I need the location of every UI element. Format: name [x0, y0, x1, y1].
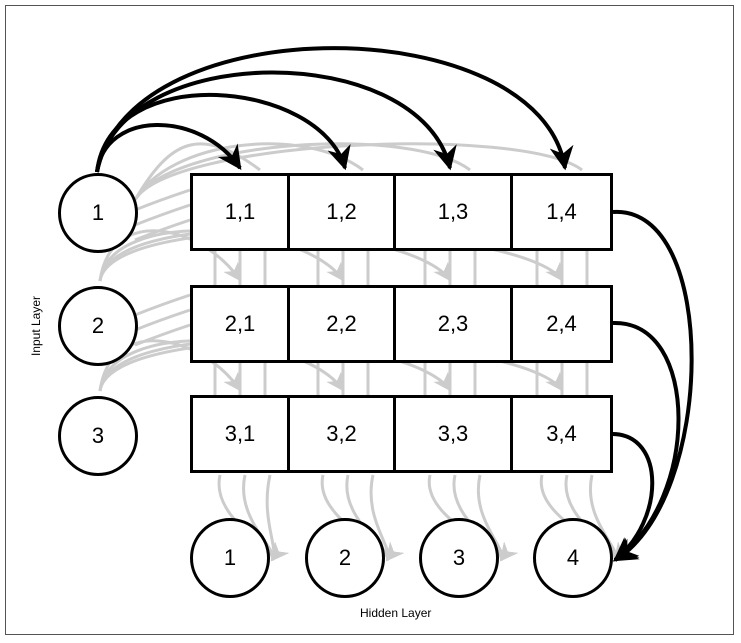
hidden-node-4: 4: [533, 518, 613, 598]
faded-arc: [134, 293, 191, 317]
grid-cell-1-3: 1,3: [393, 173, 513, 251]
highlight-arrow: [612, 320, 681, 562]
faded-arc: [134, 218, 191, 242]
input-node-3: 3: [58, 396, 138, 476]
hidden-node-2: 2: [305, 518, 385, 598]
highlight-arrow: [95, 70, 457, 173]
faded-arc: [134, 203, 191, 227]
faded-arrow: [265, 474, 290, 562]
grid-cell-1-4: 1,4: [510, 173, 613, 251]
faded-arc: [134, 188, 191, 212]
grid-cell-2-3: 2,3: [393, 285, 513, 363]
grid-cell-3-2: 3,2: [287, 395, 396, 473]
input-layer-label: Input Layer: [29, 295, 43, 357]
hidden-node-3: 3: [419, 518, 499, 598]
highlight-arrow: [612, 209, 694, 562]
highlight-arrow: [612, 432, 655, 562]
grid-cell-3-3: 3,3: [393, 395, 513, 473]
input-node-1: 1: [58, 173, 138, 253]
faded-arrow: [369, 474, 405, 562]
highlight-arrow: [95, 46, 574, 173]
grid-cell-2-1: 2,1: [190, 285, 290, 363]
faded-arc: [134, 323, 191, 347]
grid-cell-3-4: 3,4: [510, 395, 613, 473]
faded-arrow: [476, 474, 519, 562]
grid-cell-1-2: 1,2: [287, 173, 396, 251]
grid-cell-1-1: 1,1: [190, 173, 290, 251]
highlighted-connections: [95, 46, 694, 562]
grid-cell-2-2: 2,2: [287, 285, 396, 363]
grid-cell-2-4: 2,4: [510, 285, 613, 363]
hidden-layer-label: Hidden Layer: [360, 606, 432, 620]
grid-cell-3-1: 3,1: [190, 395, 290, 473]
input-node-2: 2: [58, 286, 138, 366]
faded-arc: [134, 308, 191, 332]
diagram-frame: [5, 5, 734, 635]
faded-arrow: [98, 339, 242, 392]
hidden-node-1: 1: [190, 518, 270, 598]
